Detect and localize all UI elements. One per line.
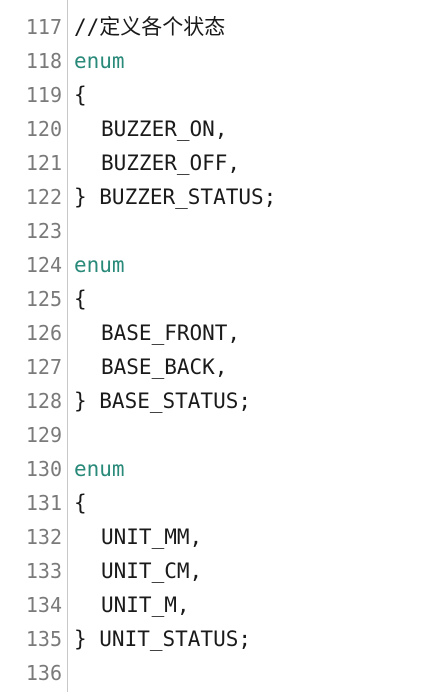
brace-text: { [74,83,87,107]
comment-text: //定义各个状态 [74,15,226,39]
line-number: 127 [25,355,62,379]
member-text: BUZZER_ON, [101,117,228,141]
member-text: UNIT_MM, [101,525,203,549]
line-number: 119 [25,83,62,107]
line-number: 122 [25,185,62,209]
line-number: 134 [25,593,62,617]
member-text: BASE_FRONT, [101,321,241,345]
code-line[interactable]: 127 BASE_BACK, [0,350,448,384]
code-line[interactable]: 136 [0,656,448,690]
brace-text: { [74,491,87,515]
line-number: 129 [25,423,62,447]
member-text: BUZZER_OFF, [101,151,241,175]
code-line[interactable]: 125 { [0,282,448,316]
code-line[interactable]: 130 enum [0,452,448,486]
keyword-text: enum [74,457,125,481]
member-text: UNIT_CM, [101,559,203,583]
line-number: 118 [25,49,62,73]
code-line[interactable]: 129 [0,418,448,452]
code-line[interactable]: 121 BUZZER_OFF, [0,146,448,180]
line-number: 125 [25,287,62,311]
brace-text: } BASE_STATUS; [74,389,252,413]
line-number: 132 [25,525,62,549]
code-line[interactable]: 119 { [0,78,448,112]
line-number: 126 [25,321,62,345]
line-number: 130 [25,457,62,481]
line-number: 133 [25,559,62,583]
code-line[interactable]: 118 enum [0,44,448,78]
code-line[interactable]: 123 [0,214,448,248]
line-number: 124 [25,253,62,277]
code-line[interactable]: 124 enum [0,248,448,282]
member-text: UNIT_M, [101,593,190,617]
line-number: 136 [25,661,62,685]
brace-text: { [74,287,87,311]
code-line[interactable]: 134 UNIT_M, [0,588,448,622]
line-number: 131 [25,491,62,515]
line-number: 135 [25,627,62,651]
code-line[interactable]: 128 } BASE_STATUS; [0,384,448,418]
code-line[interactable]: 117 //定义各个状态 [0,10,448,44]
code-line[interactable]: 126 BASE_FRONT, [0,316,448,350]
keyword-text: enum [74,49,125,73]
line-number: 128 [25,389,62,413]
line-number: 120 [25,117,62,141]
brace-text: } BUZZER_STATUS; [74,185,277,209]
code-line[interactable]: 131 { [0,486,448,520]
member-text: BASE_BACK, [101,355,228,379]
code-line[interactable]: 133 UNIT_CM, [0,554,448,588]
code-line[interactable]: 122 } BUZZER_STATUS; [0,180,448,214]
line-number-gutter [0,0,68,692]
code-line[interactable]: 132 UNIT_MM, [0,520,448,554]
keyword-text: enum [74,253,125,277]
brace-text: } UNIT_STATUS; [74,627,252,651]
line-number: 123 [25,219,62,243]
line-number: 117 [25,15,62,39]
line-number: 121 [25,151,62,175]
code-line[interactable]: 135 } UNIT_STATUS; [0,622,448,656]
code-line[interactable]: 120 BUZZER_ON, [0,112,448,146]
